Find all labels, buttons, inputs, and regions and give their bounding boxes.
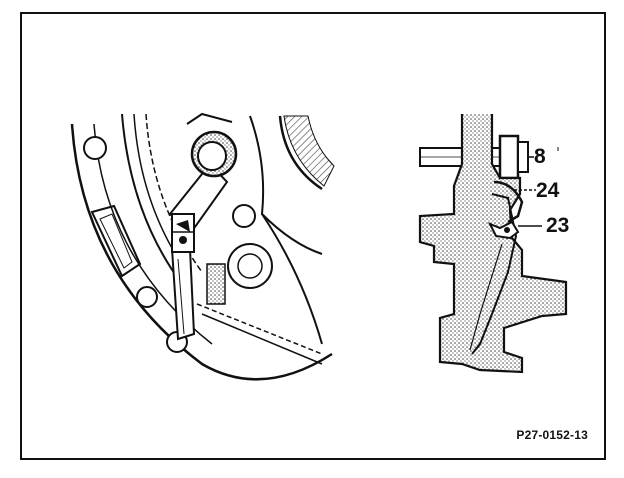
plate-slot-inner — [99, 213, 133, 269]
plate-hole — [227, 243, 273, 289]
technical-drawing — [70, 112, 568, 381]
plate-hole-inner — [237, 253, 263, 279]
rim-hole — [83, 136, 107, 160]
right-view — [418, 114, 568, 374]
clip-block — [171, 213, 195, 253]
housing-channel — [471, 193, 518, 355]
callout-23: 23 — [546, 214, 570, 237]
housing-section — [418, 114, 568, 374]
plate-slot — [90, 204, 142, 278]
plate-inner-arc-1 — [121, 113, 183, 285]
bolt-head — [498, 134, 520, 180]
callout-8: 8 — [534, 145, 546, 168]
figure-frame: 8 24 23 P27-0152-13 — [20, 12, 606, 460]
bearing-ring — [278, 115, 323, 191]
rim-hole — [136, 286, 158, 308]
bearing-ring-outer — [249, 115, 323, 255]
left-view — [70, 112, 335, 381]
spring-clip — [493, 180, 524, 224]
pivot-center — [197, 141, 227, 171]
plate-hole — [232, 204, 256, 228]
callout-24: 24 — [536, 179, 560, 202]
bearing-hatch — [283, 115, 335, 187]
figure-code: P27-0152-13 — [516, 428, 588, 442]
